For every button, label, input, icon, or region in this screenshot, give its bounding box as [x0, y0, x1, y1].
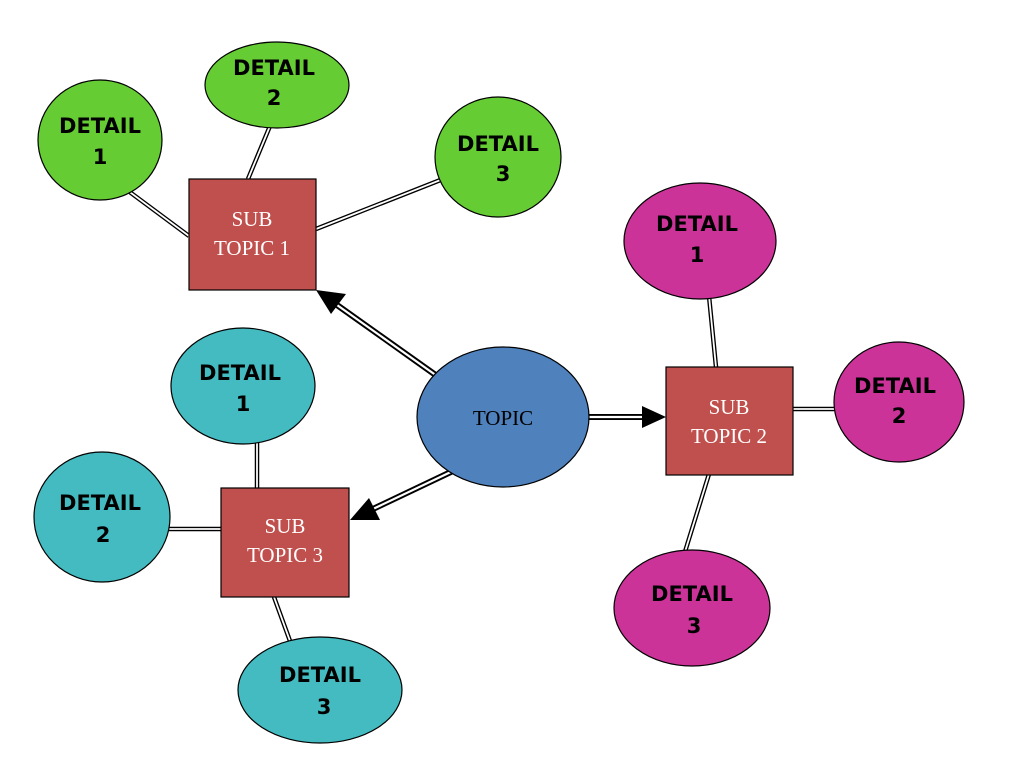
topic-label: TOPIC: [473, 406, 533, 430]
detail-label-line1: DETAIL: [59, 114, 141, 138]
detail-circle: [204, 41, 350, 129]
connector-sub1-detail1: [125, 188, 191, 238]
arrow-topic-to-sub2: [588, 406, 666, 428]
connector-sub3-detail3: [271, 596, 293, 642]
detail-label-line1: DETAIL: [656, 212, 738, 236]
subtopic-box: [665, 366, 794, 476]
detail-label-line2: 3: [687, 614, 702, 638]
subtopic-box: [188, 178, 317, 291]
subtopic-box: [220, 487, 350, 598]
detail-label-line1: DETAIL: [59, 491, 141, 515]
detail-label-line2: 2: [267, 86, 282, 110]
detail-label-line2: 1: [690, 243, 705, 267]
detail-circle: [613, 549, 771, 667]
connector-sub1-detail2: [245, 125, 273, 180]
subtopic-2-cluster: DETAIL 1 DETAIL 2 DETAIL 3 SUB TOPIC 2: [613, 182, 965, 667]
sub2-detail-2: DETAIL 2: [833, 341, 965, 463]
detail-label-line2: 3: [496, 162, 511, 186]
detail-label-line1: DETAIL: [233, 56, 315, 80]
detail-circle: [37, 79, 163, 201]
arrows: [316, 290, 666, 520]
detail-label-line1: DETAIL: [457, 132, 539, 156]
subtopic-label-line2: TOPIC 3: [247, 543, 323, 567]
detail-circle: [623, 182, 777, 300]
subtopic-label-line2: TOPIC 1: [214, 236, 290, 260]
detail-circle: [434, 96, 562, 218]
topic-node: TOPIC: [416, 346, 590, 488]
arrow-topic-to-sub3: [350, 467, 457, 520]
detail-label-line2: 2: [96, 523, 111, 547]
sub2-detail-1: DETAIL 1: [623, 182, 777, 300]
detail-label-line1: DETAIL: [199, 361, 281, 385]
connector-sub2-detail1: [706, 295, 719, 368]
connectors: [125, 125, 837, 642]
sub3-detail-3: DETAIL 3: [237, 636, 403, 744]
subtopic-label-line1: SUB: [265, 514, 306, 538]
connector-sub1-detail3: [315, 176, 444, 232]
topic-ellipse: [416, 346, 590, 488]
subtopic-2-box: SUB TOPIC 2: [665, 366, 794, 476]
detail-label-line2: 1: [236, 392, 251, 416]
sub1-detail-1: DETAIL 1: [37, 79, 163, 201]
detail-label-line2: 2: [892, 404, 907, 428]
subtopic-1-cluster: DETAIL 1 DETAIL 2 DETAIL 3 SUB TOPIC 1: [37, 41, 562, 291]
subtopic-label-line1: SUB: [709, 395, 750, 419]
detail-circle: [33, 451, 171, 583]
detail-label-line2: 3: [317, 695, 332, 719]
subtopic-label-line2: TOPIC 2: [691, 424, 767, 448]
sub1-detail-3: DETAIL 3: [434, 96, 562, 218]
detail-label-line1: DETAIL: [854, 374, 936, 398]
detail-label-line1: DETAIL: [279, 663, 361, 687]
sub3-detail-2: DETAIL 2: [33, 451, 171, 583]
subtopic-3-box: SUB TOPIC 3: [220, 487, 350, 598]
subtopic-label-line1: SUB: [232, 207, 273, 231]
detail-label-line1: DETAIL: [651, 582, 733, 606]
sub1-detail-2: DETAIL 2: [204, 41, 350, 129]
subtopic-1-box: SUB TOPIC 1: [188, 178, 317, 291]
detail-circle: [170, 327, 316, 445]
subtopic-3-cluster: DETAIL 1 DETAIL 2 DETAIL 3 SUB TOPIC 3: [33, 327, 403, 744]
sub2-detail-3: DETAIL 3: [613, 549, 771, 667]
detail-circle: [237, 636, 403, 744]
connector-sub2-detail3: [681, 473, 712, 556]
detail-circle: [833, 341, 965, 463]
sub3-detail-1: DETAIL 1: [170, 327, 316, 445]
arrow-topic-to-sub1: [316, 290, 439, 379]
detail-label-line2: 1: [93, 145, 108, 169]
